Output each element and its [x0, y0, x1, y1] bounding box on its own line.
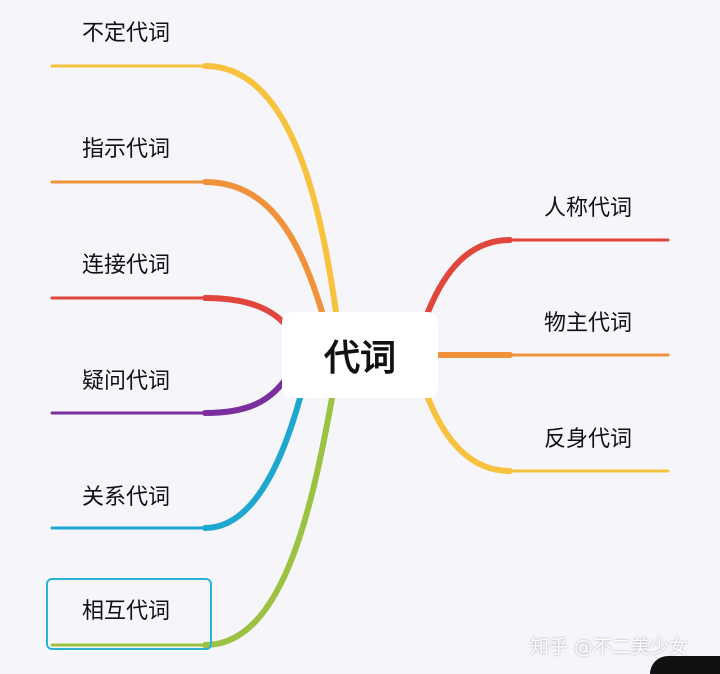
connector-reflexive [425, 395, 513, 474]
connector-indefinite [202, 63, 339, 315]
branch-label-indefinite[interactable]: 不定代词 [82, 21, 171, 46]
corner-overlay [650, 656, 720, 674]
central-topic[interactable]: 代词 [282, 312, 438, 398]
branch-label-reflexive[interactable]: 反身代词 [544, 427, 633, 452]
connector-conjunctive [202, 295, 293, 333]
branch-label-conjunctive[interactable]: 连接代词 [82, 253, 171, 278]
branch-label-demonstrative[interactable]: 指示代词 [82, 137, 171, 162]
central-topic-label: 代词 [323, 338, 396, 379]
selection-frame [46, 578, 212, 650]
watermark: 知乎 @不二美少女 [530, 636, 689, 658]
connector-interrogative [202, 377, 288, 416]
connector-reciprocal [202, 395, 335, 648]
connector-demonstrative [202, 179, 325, 315]
branch-label-personal[interactable]: 人称代词 [544, 196, 633, 221]
branch-label-reciprocal[interactable]: 相互代词 [82, 599, 171, 624]
branch-label-relative[interactable]: 关系代词 [82, 485, 171, 510]
connector-personal [425, 237, 513, 315]
branch-label-possessive[interactable]: 物主代词 [544, 311, 633, 336]
branch-label-interrogative[interactable]: 疑问代词 [82, 369, 171, 394]
connector-relative [202, 395, 303, 531]
